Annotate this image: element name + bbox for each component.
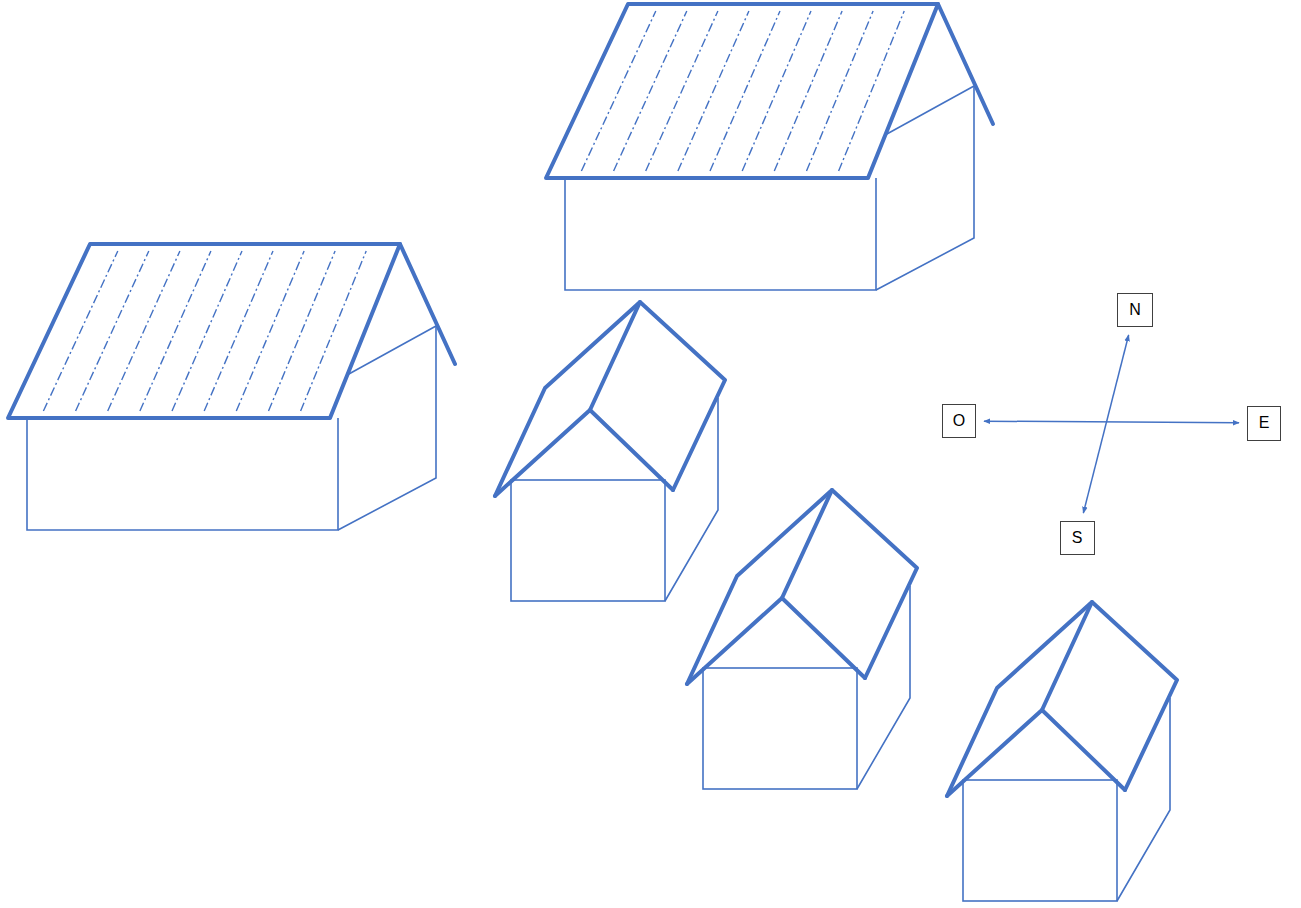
compass-arrow xyxy=(1083,335,1128,513)
compass-box: E xyxy=(1247,406,1281,441)
compass-letter: S xyxy=(1072,530,1083,546)
compass-box: O xyxy=(942,404,976,438)
compass-letter: N xyxy=(1129,302,1141,318)
compass-box: N xyxy=(1117,293,1153,327)
house-with-solar-panels xyxy=(546,4,993,290)
compass-letter: E xyxy=(1259,415,1270,431)
house xyxy=(687,490,917,789)
house-with-solar-panels xyxy=(8,244,455,530)
compass-arrow xyxy=(984,421,1239,423)
compass-box: S xyxy=(1060,521,1095,555)
house xyxy=(947,602,1177,901)
compass-letter: O xyxy=(953,413,965,429)
house xyxy=(495,302,725,601)
